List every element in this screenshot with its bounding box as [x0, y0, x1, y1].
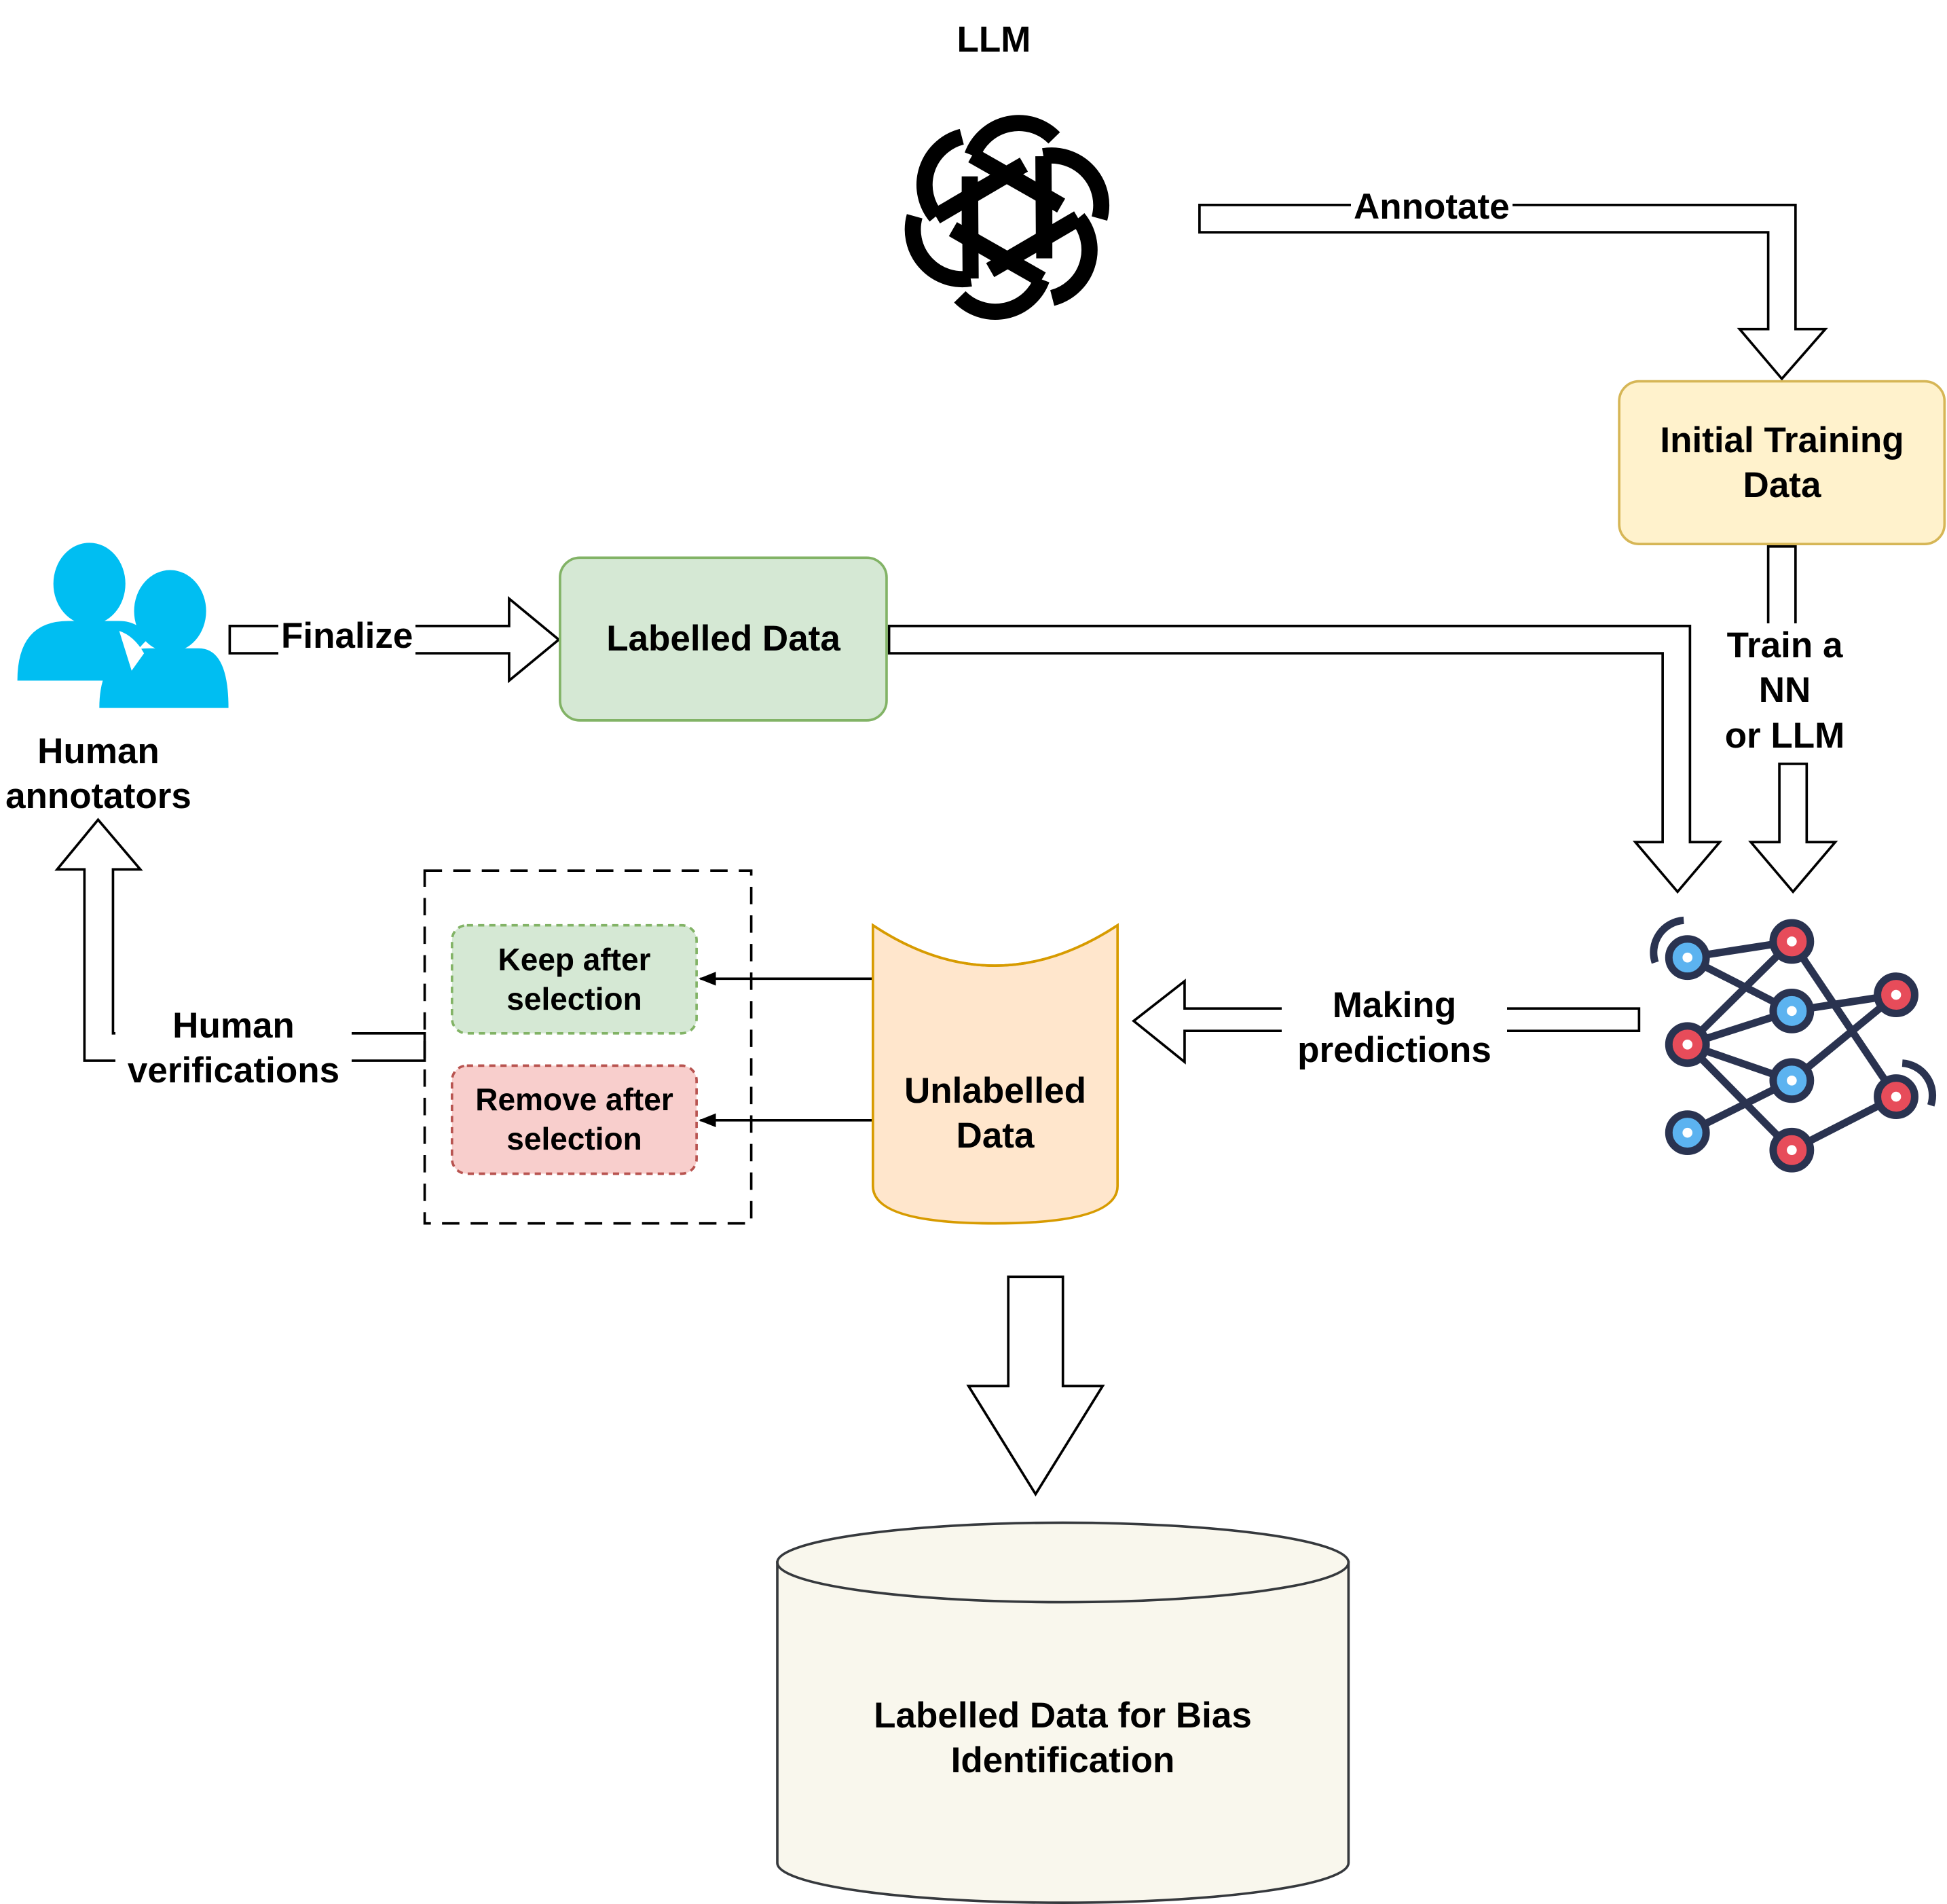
remove-label: Remove after selection [475, 1082, 673, 1156]
labelled-data-label: Labelled Data [606, 618, 840, 659]
initial-training-data-box [1618, 380, 1946, 545]
to-final-arrow [966, 1275, 1105, 1497]
labelled-to-nn-arrow [887, 625, 1723, 894]
unlabelled-data-label: Unlabelled Data [904, 1070, 1086, 1156]
train-label: Train a NN or LLM [1704, 623, 1866, 758]
labelled-data-box [559, 556, 888, 722]
human-verifications-label: Human verifications [115, 1004, 352, 1094]
making-predictions-label: Making predictions [1282, 983, 1507, 1074]
neural-network-icon [1650, 916, 1937, 1173]
annotate-arrow [1198, 203, 1828, 381]
final-store-label: Labelled Data for Bias Identification [874, 1695, 1252, 1780]
initial-training-data-label: Initial Training Data [1660, 420, 1904, 505]
annotate-label: Annotate [1351, 185, 1513, 230]
unlabelled-data-cylinder [872, 923, 1119, 1225]
keep-box [450, 923, 698, 1035]
finalize-label: Finalize [278, 614, 416, 659]
llm-label: LLM [957, 20, 1031, 60]
human-annotators-label: Human annotators [5, 731, 191, 817]
remove-box [450, 1064, 698, 1175]
users-icon [17, 543, 229, 708]
openai-logo-icon [904, 115, 1110, 320]
final-store-cylinder [776, 1521, 1350, 1904]
keep-label: Keep after selection [498, 942, 651, 1017]
